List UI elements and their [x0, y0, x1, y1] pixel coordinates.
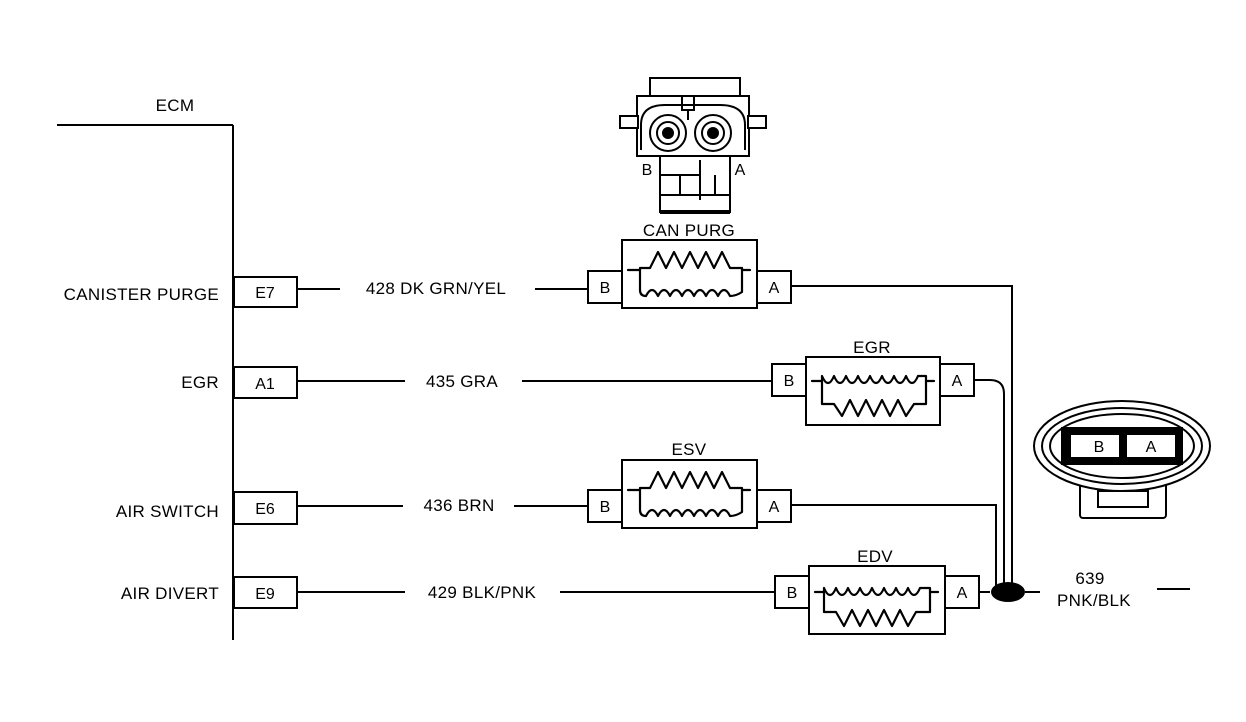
coil-symbol	[810, 374, 936, 385]
right-connector-pin-a: A	[1146, 439, 1157, 456]
output-wire-639: 639 PNK/BLK	[1025, 569, 1190, 610]
circuit-label-egr: EGR	[181, 373, 219, 392]
solenoid-body	[621, 239, 758, 309]
ecm-title: ECM	[156, 96, 195, 115]
ecm-pin-a1: A1	[233, 366, 298, 399]
ecm-pin-label: E6	[255, 501, 275, 518]
pin-b-label: B	[787, 585, 798, 602]
solenoid-label: ESV	[672, 440, 707, 459]
wire-label-435: 435 GRA	[426, 372, 498, 391]
return-wires	[791, 285, 1013, 593]
circuit-label-canister-purge: CANISTER PURGE	[64, 285, 219, 304]
wire-label-436: 436 BRN	[423, 496, 494, 515]
splice-node	[991, 582, 1025, 602]
pin-b-box	[587, 489, 623, 523]
top-connector-illustration	[619, 77, 767, 214]
ecm-pin-label: A1	[255, 376, 275, 393]
ecm-block: ECM	[57, 96, 234, 640]
pin-a-label: A	[957, 585, 968, 602]
solenoid-esv: ESV B A	[587, 440, 792, 529]
pin-b-box	[587, 270, 623, 304]
circuit-label-air-switch: AIR SWITCH	[116, 502, 219, 521]
wire-429: 429 BLK/PNK	[297, 583, 775, 602]
top-connector-pin-a: A	[735, 162, 746, 179]
solenoid-egr: EGR B A	[771, 338, 975, 426]
wire-label-428: 428 DK GRN/YEL	[366, 279, 506, 298]
coil-symbol	[638, 488, 744, 518]
solenoid-body	[621, 459, 758, 529]
return-wire-esv	[791, 504, 997, 590]
right-connector-pin-b: B	[1094, 439, 1105, 456]
resistor-symbol	[626, 470, 752, 492]
resistor-symbol	[822, 590, 932, 628]
ecm-pin-e9: E9	[233, 576, 298, 609]
wire-435: 435 GRA	[297, 372, 772, 391]
top-connector-pin-b: B	[642, 162, 653, 179]
pin-a-box	[756, 489, 792, 523]
ecm-pin-e6: E6	[233, 491, 298, 525]
wire-428: 428 DK GRN/YEL	[297, 279, 589, 298]
solenoid-label: EDV	[857, 547, 893, 566]
pin-b-label: B	[784, 373, 795, 390]
ecm-pin-label: E9	[255, 586, 275, 603]
solenoid-label: EGR	[853, 338, 891, 357]
solenoid-label: CAN PURG	[643, 221, 735, 240]
pin-a-box	[944, 575, 980, 609]
pin-b-label: B	[600, 280, 611, 297]
pin-b-label: B	[600, 499, 611, 516]
return-wire-can-purg	[791, 285, 1013, 590]
solenoid-can-purg: CAN PURG B A	[587, 221, 792, 309]
wire-label-429: 429 BLK/PNK	[428, 583, 537, 602]
right-connector-illustration	[1033, 400, 1211, 519]
return-wire-egr	[974, 379, 1005, 590]
coil-symbol	[813, 586, 940, 597]
pin-a-box	[756, 270, 792, 304]
output-wire-color: PNK/BLK	[1057, 591, 1131, 610]
ecm-pin-e7: E7	[233, 276, 298, 308]
output-wire-number: 639	[1075, 569, 1104, 588]
solenoid-edv: EDV B A	[774, 547, 980, 635]
pin-a-label: A	[952, 373, 963, 390]
circuit-label-air-divert: AIR DIVERT	[121, 584, 219, 603]
ecm-pin-label: E7	[255, 285, 275, 302]
resistor-symbol	[626, 250, 752, 272]
resistor-symbol	[820, 379, 928, 418]
pin-a-label: A	[769, 499, 780, 516]
wire-436: 436 BRN	[297, 496, 589, 515]
coil-symbol	[638, 268, 744, 298]
pin-a-label: A	[769, 280, 780, 297]
